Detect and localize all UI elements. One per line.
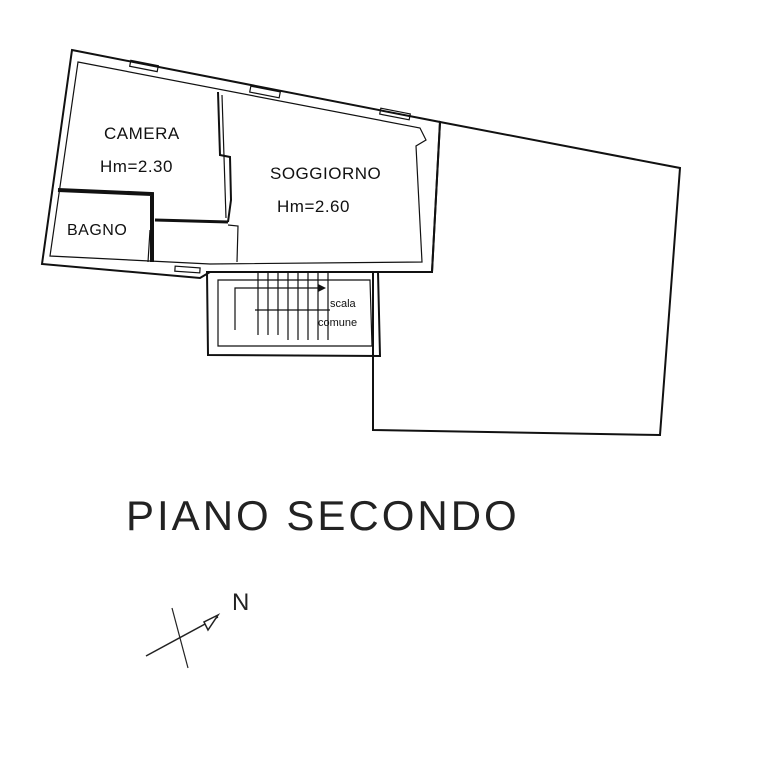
room-height-soggiorno: Hm=2.60 (277, 197, 350, 216)
room-label-bagno: BAGNO (67, 222, 127, 239)
stairs-label-line1: scala (330, 298, 357, 310)
room-label-soggiorno: SOGGIORNO (270, 164, 381, 183)
stairwell (205, 271, 382, 358)
stairs-label-line2: comune (318, 317, 357, 329)
north-arrow-icon (145, 607, 221, 669)
adjacent-area-outline (372, 120, 682, 437)
floor-title: PIANO SECONDO (126, 492, 520, 539)
apartment-inner-wall (49, 61, 427, 265)
windows (128, 59, 412, 274)
north-label: N (232, 589, 249, 616)
room-label-camera: CAMERA (104, 124, 180, 143)
interior-walls (57, 91, 239, 263)
stair-arrow-icon (318, 284, 326, 292)
room-height-camera: Hm=2.30 (100, 157, 173, 176)
